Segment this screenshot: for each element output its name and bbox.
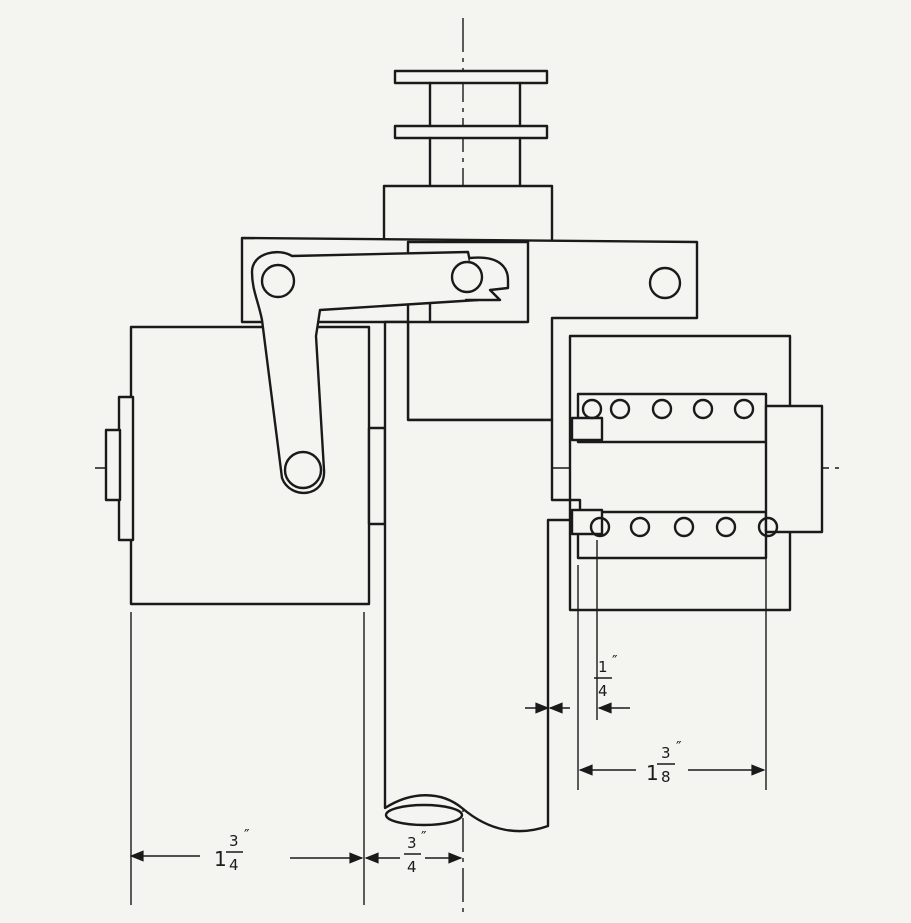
shaft-break-ellipse xyxy=(384,803,464,827)
lever-top-pin xyxy=(260,263,296,299)
dim-gap-num: 1 xyxy=(598,658,608,676)
right-pivot-hole xyxy=(648,266,682,300)
dim-spring-whole: 1 xyxy=(646,761,659,785)
spring-coil-upper-1 xyxy=(581,398,603,420)
dim-body-width-unit: ″ xyxy=(244,826,250,844)
dim-spring-label: 1 3 8 ″ xyxy=(646,738,682,786)
dim-body-width-label: 1 3 4 ″ xyxy=(214,826,250,874)
spring-coil-upper-4 xyxy=(692,398,714,420)
spring-coil-upper-2 xyxy=(609,398,631,420)
spring-coil-lower-5 xyxy=(757,516,779,538)
lever-center-pin xyxy=(450,260,484,294)
lower-flange xyxy=(393,124,549,140)
end-cap-knob xyxy=(104,428,122,502)
dim-spring-unit: ″ xyxy=(676,738,682,756)
lower-retainer xyxy=(570,508,604,536)
lever-bottom-pin xyxy=(283,450,323,490)
spring-plunger xyxy=(764,404,824,534)
dim-gap-den: 4 xyxy=(598,682,608,700)
dim-gap-label: 1 4 ″ xyxy=(594,652,618,700)
spring-coil-upper-3 xyxy=(651,398,673,420)
dim-body-width-den: 4 xyxy=(229,856,239,874)
dim-spring-den: 8 xyxy=(661,768,671,786)
dim-gap-unit: ″ xyxy=(612,652,618,670)
dim-shaft-label: 3 4 ″ xyxy=(404,828,427,876)
left-cylinder xyxy=(129,325,371,606)
cylinder-collar xyxy=(367,426,387,526)
dim-shaft-den: 4 xyxy=(407,858,417,876)
upper-flange xyxy=(393,69,549,85)
dim-shaft-unit: ″ xyxy=(421,828,427,846)
spring-housing xyxy=(568,334,792,612)
lower-spring-sleeve xyxy=(576,510,768,560)
dim-shaft-num: 3 xyxy=(407,834,417,852)
spring-coil-upper-5 xyxy=(733,398,755,420)
upper-spring-sleeve xyxy=(576,392,768,444)
dim-spring-num: 3 xyxy=(661,744,671,762)
top-block xyxy=(382,184,554,244)
dim-body-width-num: 3 xyxy=(229,832,239,850)
spring-coil-lower-4 xyxy=(715,516,737,538)
spring-coil-lower-1 xyxy=(589,516,611,538)
dim-body-width-whole: 1 xyxy=(214,847,227,871)
spring-coil-lower-2 xyxy=(629,516,651,538)
lever-arm xyxy=(250,250,480,494)
vertical-shaft xyxy=(383,320,572,833)
upper-retainer xyxy=(570,416,604,442)
spring-coil-lower-3 xyxy=(673,516,695,538)
